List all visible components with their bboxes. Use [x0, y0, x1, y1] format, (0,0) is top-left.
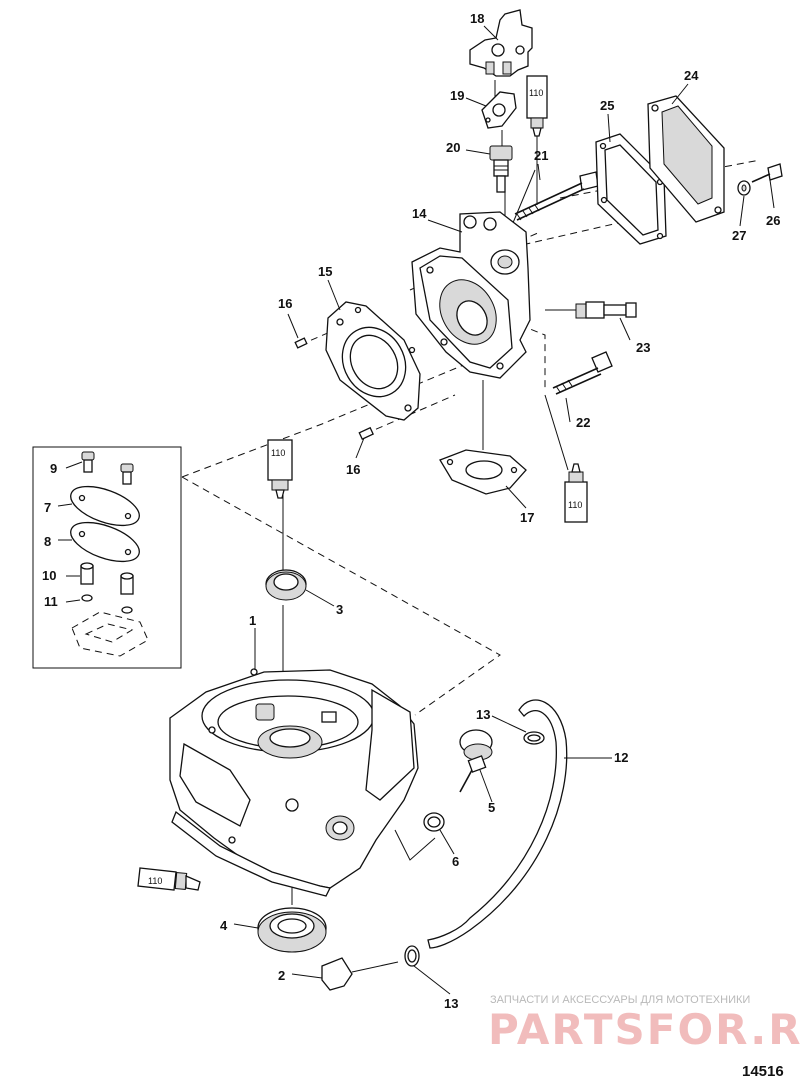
- inset-housing-sketch: [71, 611, 149, 657]
- spark-plug: [575, 301, 637, 319]
- inset-bushing-right: [120, 572, 134, 595]
- callout-16-bottom: 16: [346, 462, 360, 477]
- crankcase-housing: [169, 668, 419, 897]
- callout-27: 27: [732, 228, 746, 243]
- callout-6: 6: [452, 854, 459, 869]
- sealant-tube-top: 110: [526, 75, 548, 137]
- callout-4: 4: [220, 918, 228, 933]
- callout-26: 26: [766, 213, 780, 228]
- head-bolt-short: [552, 351, 613, 395]
- ball-bearing: [257, 907, 327, 953]
- thermostat-cover: [469, 9, 533, 77]
- callout-13-top: 13: [476, 707, 490, 722]
- callout-13-bottom: 13: [444, 996, 458, 1011]
- callout-numbers: 18 19 20 21 24 25 26 27 14 15 16 16 23 2…: [42, 11, 780, 1011]
- callout-21: 21: [534, 148, 548, 163]
- inset-plate-upper: [70, 485, 140, 527]
- watermark-tagline: ЗАПЧАСТИ И АКСЕССУАРЫ ДЛЯ МОТОТЕХНИКИ: [490, 994, 750, 1006]
- callout-5: 5: [488, 800, 495, 815]
- leader-lines: [57, 25, 775, 995]
- hose-clamp-bottom: [404, 945, 420, 967]
- callout-7: 7: [44, 500, 51, 515]
- inset-bushing-left: [80, 562, 94, 585]
- cover-plate: [647, 95, 725, 223]
- sealant-tube-left: 110: [267, 439, 293, 499]
- callout-24: 24: [684, 68, 699, 83]
- tube-top-label: 110: [529, 88, 543, 98]
- tube-bottom-label: 110: [148, 876, 162, 886]
- cover-washer: [737, 180, 751, 196]
- callout-16-top: 16: [278, 296, 292, 311]
- inset-plate-lower: [70, 521, 140, 563]
- callout-1: 1: [249, 613, 256, 628]
- tube-left-label: 110: [271, 448, 285, 458]
- hose-clamp-top: [523, 731, 545, 745]
- thermostat-gasket: [481, 91, 517, 129]
- callout-20: 20: [446, 140, 460, 155]
- tube-right-label: 110: [568, 500, 582, 510]
- cover-bolt: [751, 163, 783, 183]
- axis-lines: [282, 80, 580, 905]
- inset-screw-left: [81, 451, 95, 473]
- callout-12: 12: [614, 750, 628, 765]
- callout-2: 2: [278, 968, 285, 983]
- inset-oring-right: [121, 606, 133, 614]
- elbow-fitting: [321, 957, 399, 991]
- temperature-sender: [489, 145, 513, 193]
- cylinder-head: [411, 211, 531, 379]
- callout-23: 23: [636, 340, 650, 355]
- callout-14: 14: [412, 206, 427, 221]
- callout-8: 8: [44, 534, 51, 549]
- figure-number: 14516: [742, 1063, 784, 1080]
- head-bolt-long: [514, 171, 599, 221]
- head-gasket: [325, 301, 421, 421]
- inset-screw-right: [120, 463, 134, 485]
- callout-15: 15: [318, 264, 332, 279]
- callout-3: 3: [336, 602, 343, 617]
- callout-22: 22: [576, 415, 590, 430]
- inset-oring-left: [81, 594, 93, 602]
- callout-19: 19: [450, 88, 464, 103]
- exhaust-gasket: [439, 449, 527, 495]
- callout-25: 25: [600, 98, 614, 113]
- callout-17: 17: [520, 510, 534, 525]
- callout-18: 18: [470, 11, 484, 26]
- sealant-tube-right: 110: [564, 463, 588, 523]
- sealant-tube-bottom: 110: [137, 867, 201, 891]
- callout-9: 9: [50, 461, 57, 476]
- cover-gasket: [595, 133, 667, 245]
- dowel-pin-top: [294, 337, 308, 349]
- oil-filler-cap: [459, 729, 493, 793]
- filler-oring: [423, 812, 445, 832]
- watermark-brand: PARTSFOR.RU: [488, 1005, 800, 1054]
- callout-11: 11: [44, 594, 58, 609]
- dowel-pin-bottom: [358, 426, 374, 441]
- callout-10: 10: [42, 568, 56, 583]
- crankshaft-seal: [265, 569, 307, 601]
- drain-hose: [427, 699, 568, 949]
- inset-box: [32, 446, 182, 669]
